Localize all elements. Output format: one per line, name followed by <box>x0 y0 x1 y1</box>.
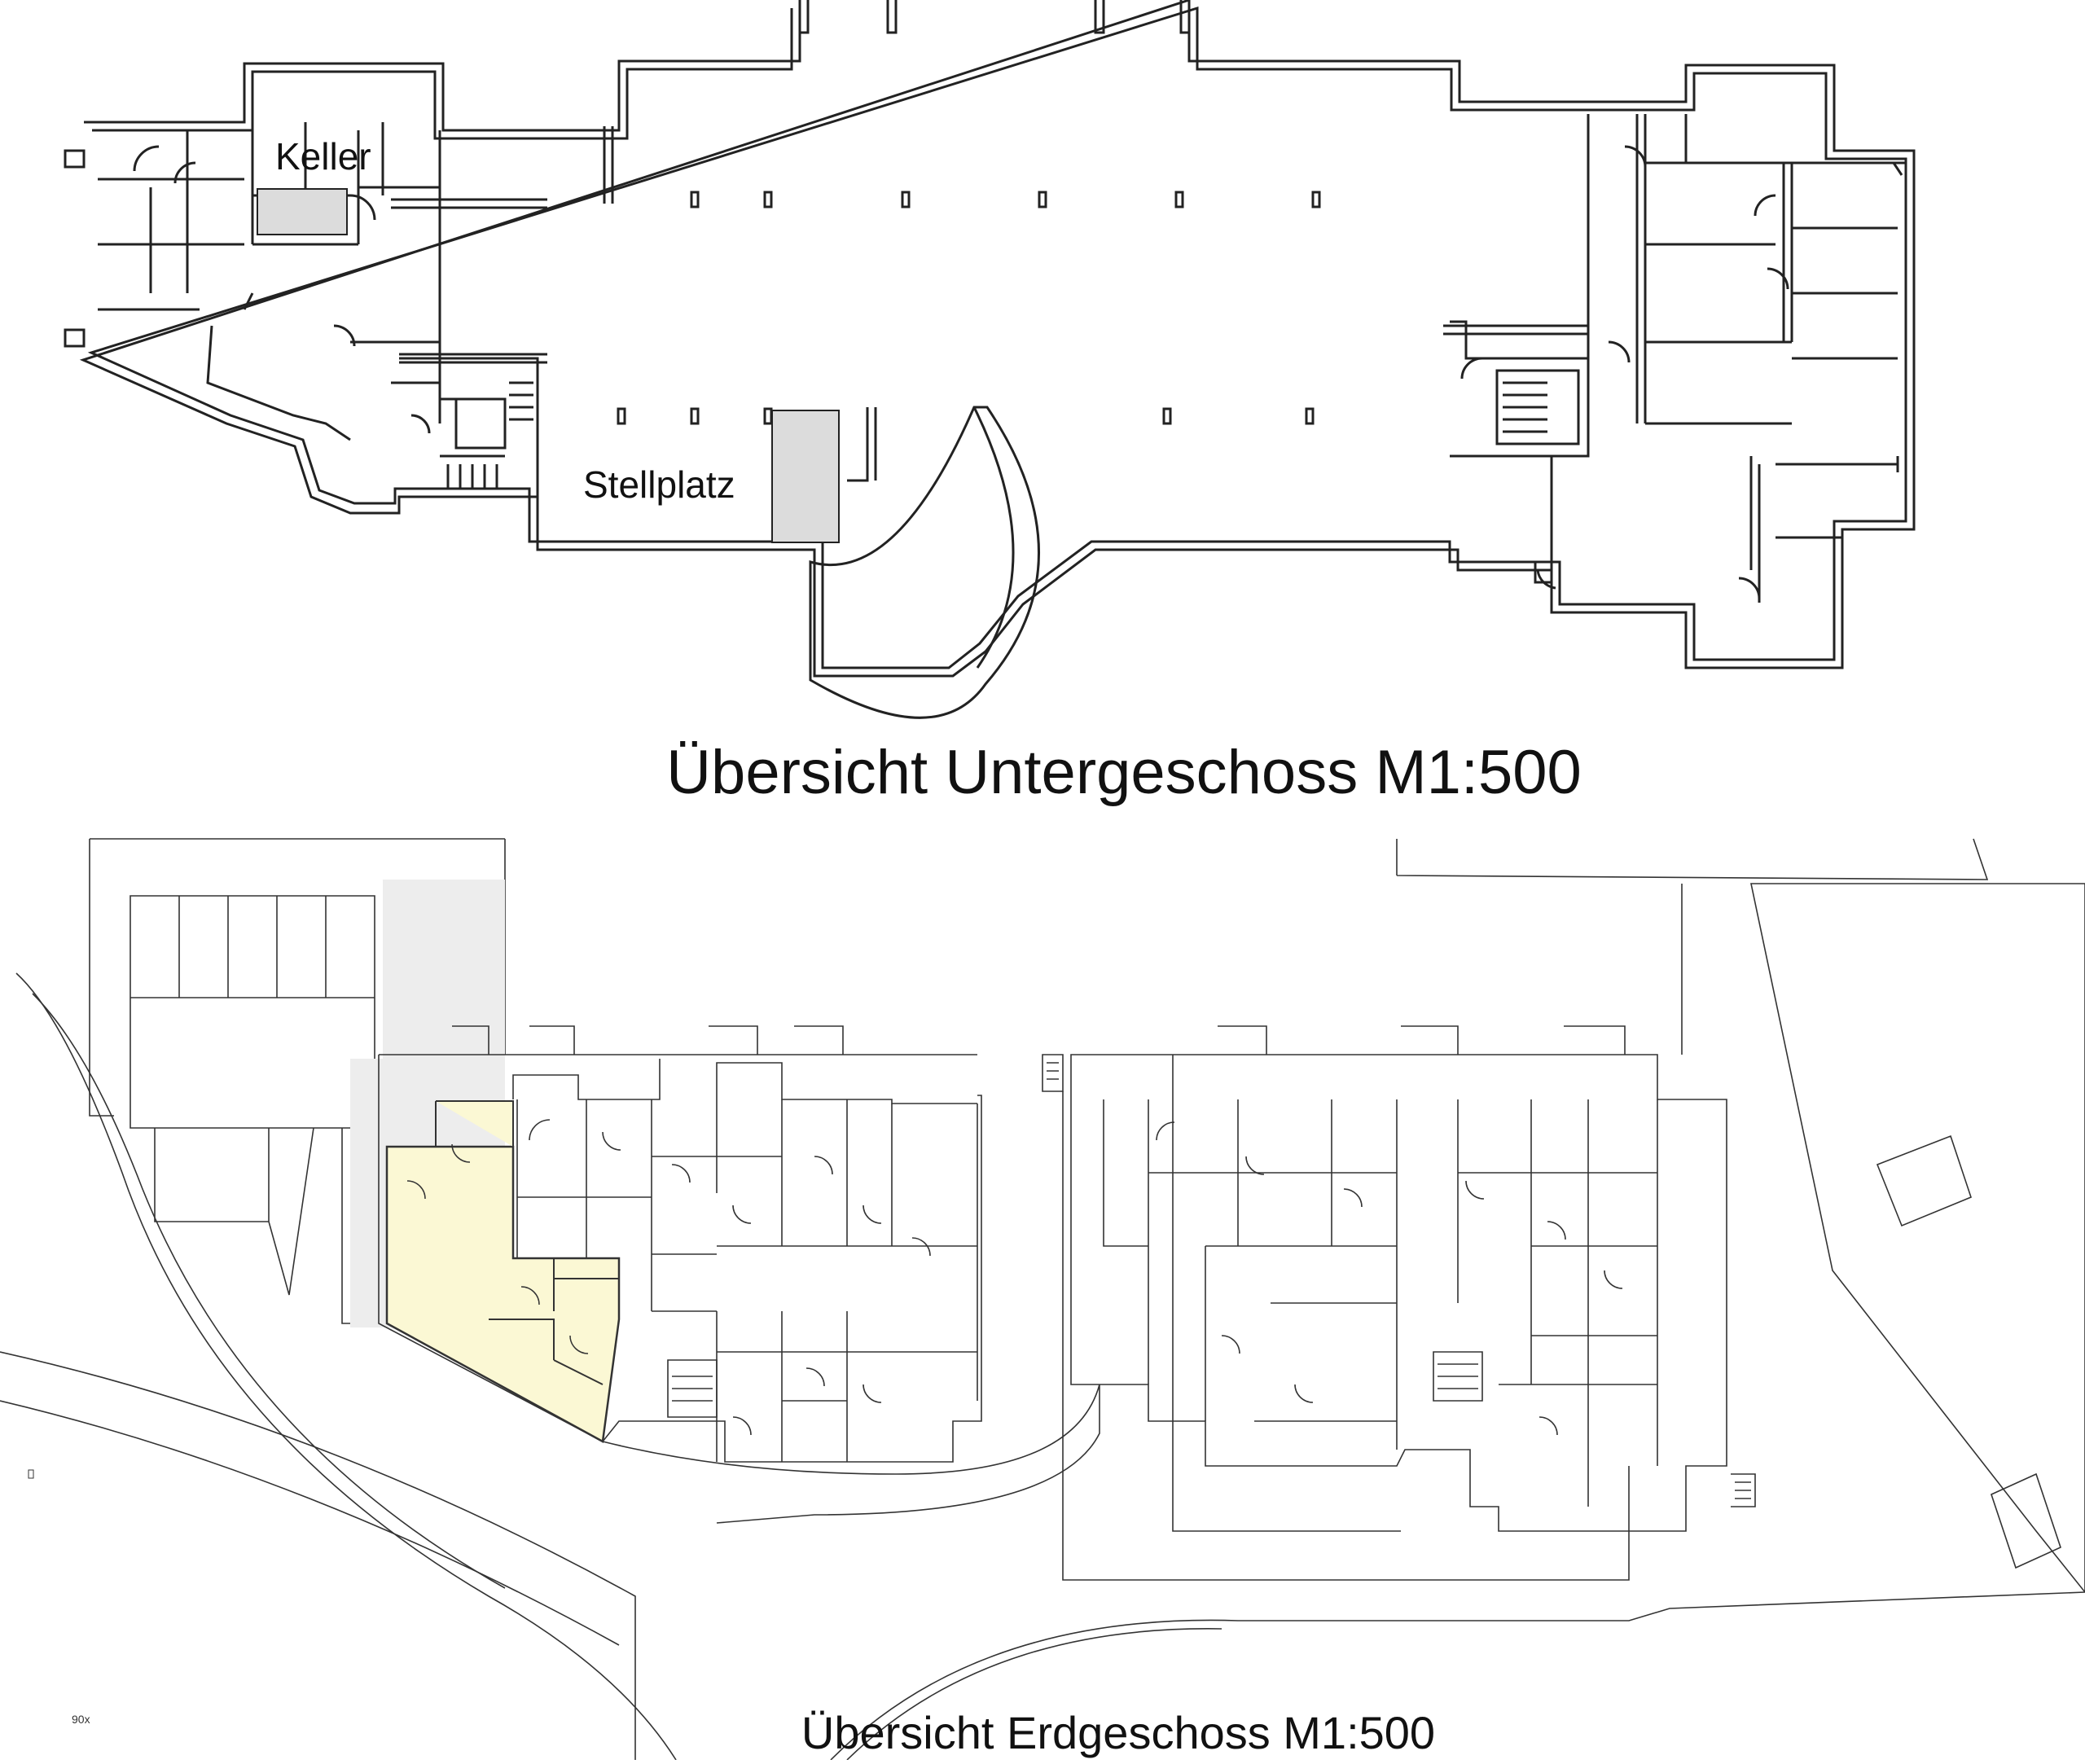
title-ground-floor: Übersicht Erdgeschoss M1:500 <box>801 1707 1436 1758</box>
title-basement: Übersicht Untergeschoss M1:500 <box>666 738 1582 807</box>
sheet-code: 90x <box>72 1713 90 1726</box>
ground-floor-plan <box>0 838 2085 1761</box>
highlighted-apartment <box>385 1145 621 1443</box>
east-block-outline <box>1070 1054 1727 1532</box>
room-label-keller: Keller <box>275 135 371 178</box>
site-lines <box>0 1351 636 1760</box>
basement-outer-wall <box>79 0 1916 678</box>
west-block-outline <box>378 1054 982 1463</box>
room-label-stellplatz: Stellplatz <box>583 463 735 506</box>
keller-highlight <box>257 188 348 235</box>
basement-plan <box>64 0 1916 719</box>
basement-ramp <box>809 406 1040 719</box>
stellplatz-highlight <box>771 410 840 543</box>
parking-bays <box>129 895 375 1129</box>
